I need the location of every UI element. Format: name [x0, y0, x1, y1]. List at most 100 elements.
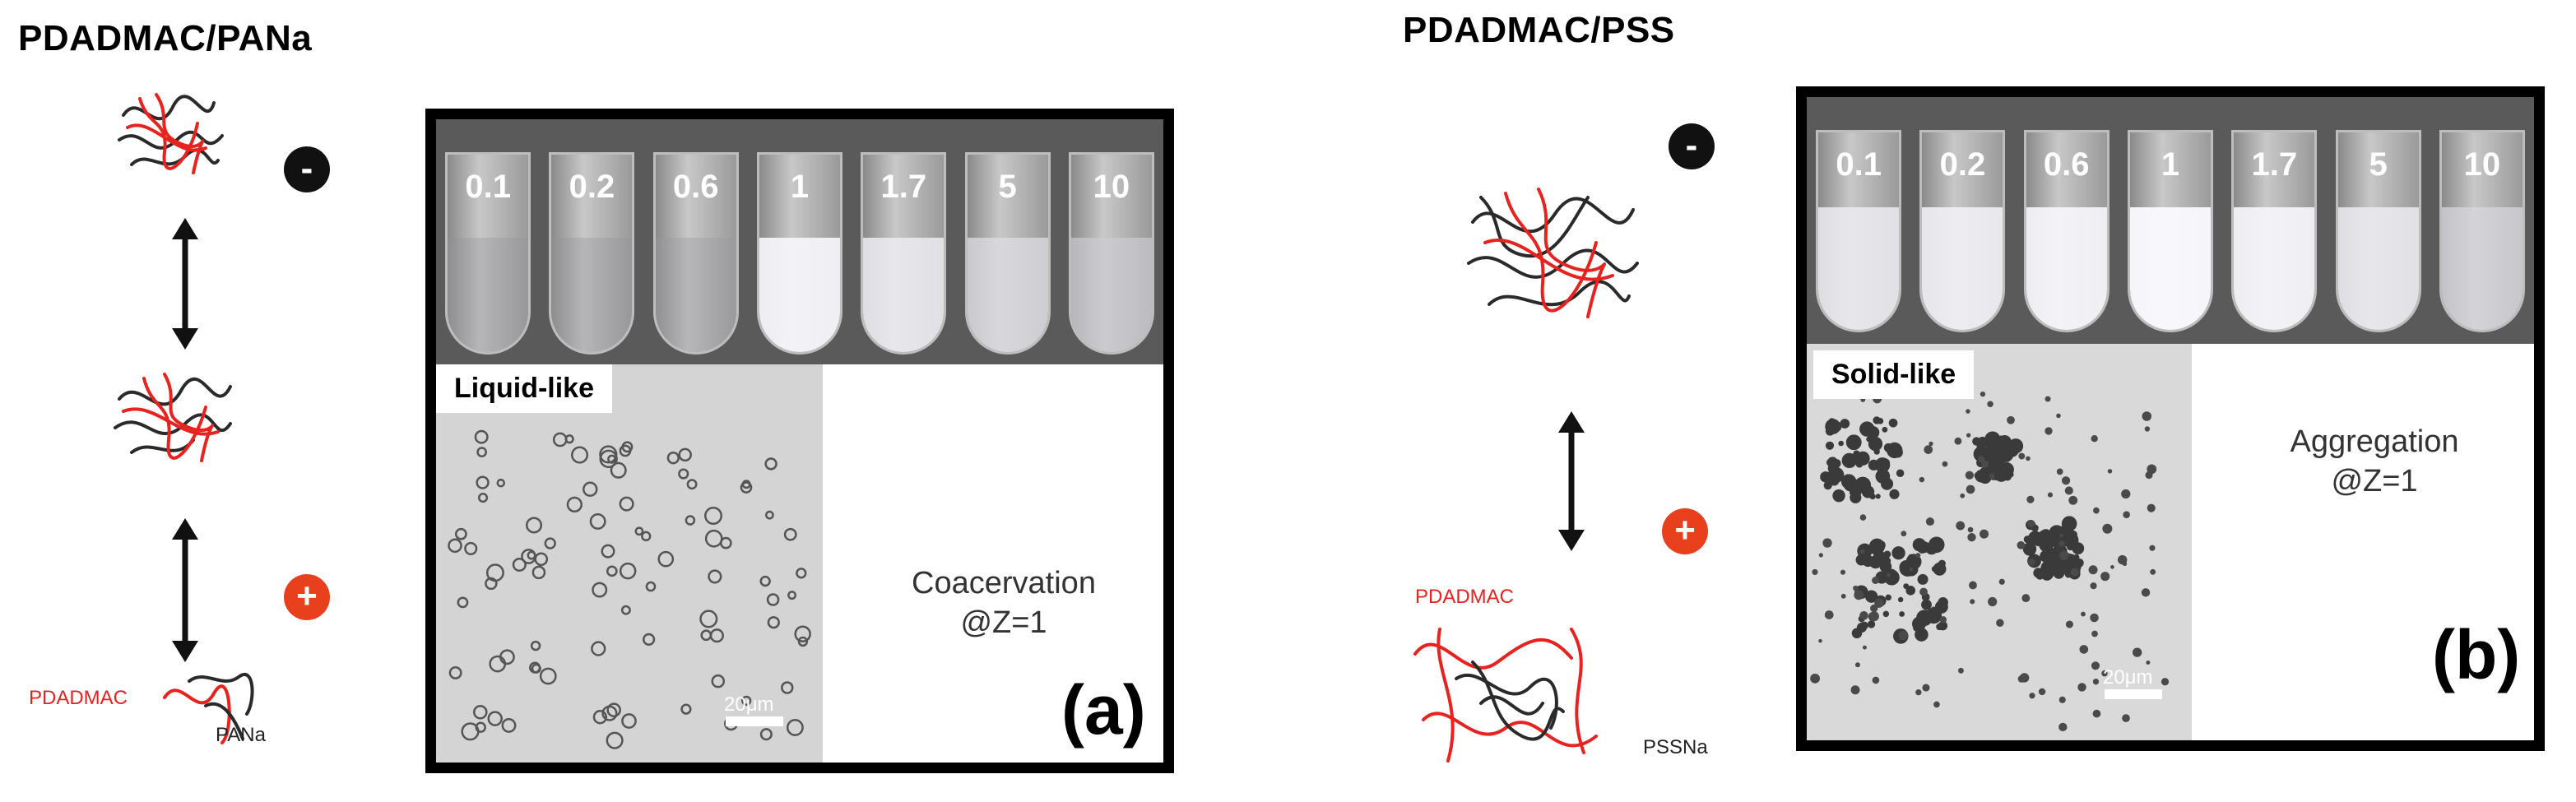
droplet: [475, 721, 486, 733]
particle: [2058, 696, 2066, 703]
vial: [757, 152, 842, 355]
droplet: [487, 711, 503, 726]
polymer-coil-icon: [1413, 628, 1598, 763]
aggregate-particle: [1866, 425, 1880, 439]
vial-liquid: [2337, 207, 2419, 330]
droplet: [539, 667, 557, 685]
aggregate-particle: [1875, 469, 1891, 484]
particle: [1886, 573, 1891, 577]
particle: [2090, 582, 2097, 590]
particle: [2161, 678, 2170, 686]
vial: [652, 152, 739, 355]
micrograph-a: Liquid-like 20μm: [436, 364, 823, 763]
vial: [2335, 130, 2421, 332]
droplet: [610, 461, 627, 479]
droplet: [552, 432, 568, 447]
aggregate-particle: [2007, 438, 2024, 454]
particle: [2101, 670, 2108, 677]
vial: [2128, 130, 2213, 332]
aggregate-particle: [2040, 549, 2053, 563]
aggregate-particle: [2033, 568, 2044, 578]
aggregate-particle: [1938, 597, 1948, 608]
particle: [2107, 469, 2113, 474]
vial: [964, 152, 1051, 355]
aggregate-particle: [1896, 469, 1905, 477]
plus-badge-icon: +: [1662, 508, 1708, 554]
particle: [2092, 709, 2101, 718]
droplet: [708, 569, 722, 584]
particle: [1859, 549, 1865, 554]
particle: [1998, 578, 2005, 585]
particle: [1924, 445, 1933, 454]
particle: [1956, 521, 1966, 531]
aggregate-particle: [1864, 590, 1878, 603]
result-line1: Aggregation: [2290, 424, 2459, 459]
particle: [2047, 492, 2054, 498]
particle: [1980, 529, 1989, 539]
aggregate-particle: [1826, 458, 1834, 466]
aggregate-particle: [1825, 441, 1835, 450]
minus-badge-text: -: [300, 148, 313, 188]
micrograph-droplets: [448, 429, 811, 749]
polycation-label: PDADMAC: [1415, 586, 1515, 608]
vial: [1919, 130, 2006, 332]
particle: [2065, 620, 2073, 628]
droplet: [606, 731, 624, 749]
plus-badge-text: +: [296, 576, 318, 616]
vial-label: 10: [2463, 146, 2501, 183]
particle: [1954, 437, 1962, 445]
droplet: [685, 515, 696, 526]
particle: [1859, 611, 1868, 620]
vial-liquid: [759, 237, 840, 352]
particle: [2056, 468, 2063, 475]
droplet: [643, 633, 656, 647]
particle: [1969, 581, 1977, 590]
droplet: [601, 705, 618, 721]
aggregate-particle: [1882, 426, 1888, 433]
aggregate-particle: [1825, 426, 1835, 436]
particle: [2058, 540, 2065, 547]
minus-badge-icon: -: [284, 146, 330, 192]
aggregate-particle: [1996, 450, 2009, 463]
aggregate-particle: [1877, 418, 1884, 424]
panel-letter: (b): [2432, 616, 2521, 693]
particle: [1915, 553, 1921, 559]
droplet: [680, 703, 692, 715]
polymer-coil-icon: [1467, 188, 1639, 318]
aggregate-particle: [1868, 437, 1883, 452]
droplet: [534, 552, 549, 567]
minus-badge-icon: -: [1669, 123, 1715, 169]
aggregate-particle: [1838, 440, 1844, 447]
vial-liquid: [1922, 207, 2003, 330]
droplet: [657, 550, 675, 568]
aggregate-particle: [1840, 419, 1850, 429]
particle: [1987, 401, 1993, 407]
droplet: [711, 674, 726, 688]
aggregate-particle: [1928, 536, 1945, 554]
particle: [2029, 693, 2035, 699]
aggregate-particle: [2045, 536, 2056, 548]
droplet: [634, 526, 644, 536]
particle: [2038, 688, 2046, 696]
droplet: [464, 541, 478, 555]
particle: [2070, 568, 2080, 577]
particle: [2091, 435, 2098, 443]
vial-label: 10: [1093, 169, 1130, 205]
particle: [2092, 679, 2100, 685]
droplet: [619, 496, 634, 512]
particle: [2018, 452, 2026, 460]
particle: [1988, 596, 1998, 607]
particle: [2149, 545, 2156, 551]
particle: [1919, 476, 1925, 483]
vial-liquid: [2026, 207, 2107, 330]
particle: [2028, 559, 2035, 566]
aggregate-particle: [1875, 494, 1881, 499]
double-arrow-icon: [1558, 411, 1585, 551]
vial: [2023, 130, 2110, 332]
aggregate-particle: [1905, 586, 1916, 596]
particle: [1909, 567, 1914, 572]
droplet: [764, 457, 777, 471]
aggregate-particle: [1983, 447, 1995, 460]
particle: [2122, 714, 2130, 722]
